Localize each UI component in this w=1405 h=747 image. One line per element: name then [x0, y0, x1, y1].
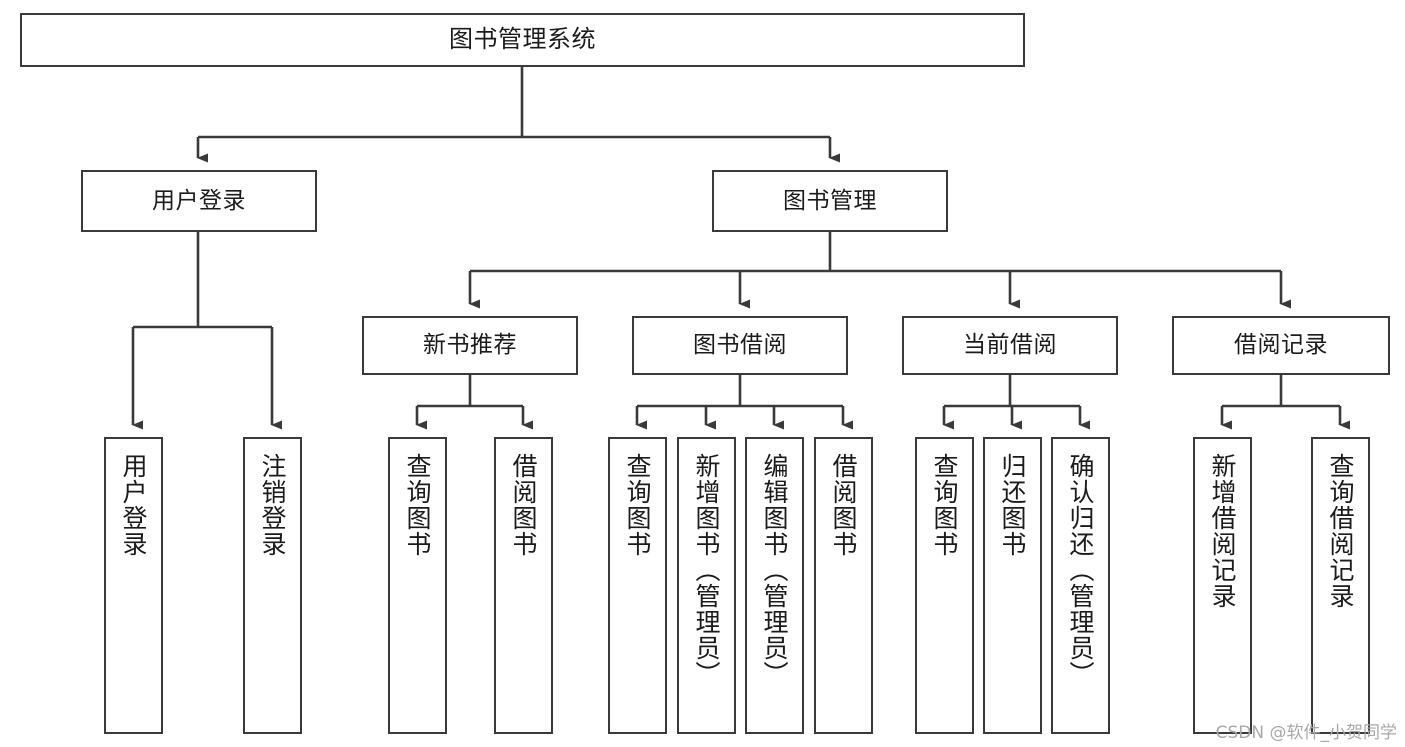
node-label: 图书管理系统	[449, 25, 596, 54]
node-label: 查询图书	[623, 453, 652, 557]
node-label: 当前借阅	[963, 332, 1057, 359]
node-label: 新增借阅记录	[1208, 453, 1237, 609]
node-label: 借阅记录	[1234, 332, 1328, 359]
node-label: 查询图书	[403, 453, 432, 557]
leaf-logout-login[interactable]: 注销登录	[243, 437, 302, 734]
leaf-query-book-new-book[interactable]: 查询图书	[388, 437, 447, 734]
leaf-borrow-book[interactable]: 借阅图书	[814, 437, 873, 734]
node-label: 确认归还（管理员）	[1066, 453, 1095, 687]
node-label: 借阅图书	[829, 453, 858, 557]
leaf-borrow-book-new-book[interactable]: 借阅图书	[494, 437, 553, 734]
node-label: 借阅图书	[509, 453, 538, 557]
leaf-add-book[interactable]: 新增图书（管理员）	[677, 437, 736, 734]
node-root-book-management-system[interactable]: 图书管理系统	[20, 13, 1025, 67]
leaf-query-book-borrow[interactable]: 查询图书	[608, 437, 667, 734]
csdn-watermark: CSDN @软件_小贺同学	[1215, 723, 1397, 743]
node-current-borrow[interactable]: 当前借阅	[902, 316, 1118, 375]
node-label: 图书管理	[783, 187, 877, 214]
node-label: 用户登录	[119, 453, 148, 557]
node-label: 归还图书	[998, 453, 1027, 557]
node-label: 新增图书（管理员）	[692, 453, 721, 687]
node-label: 注销登录	[258, 453, 287, 557]
node-borrow-record[interactable]: 借阅记录	[1172, 316, 1390, 375]
leaf-query-borrow-record[interactable]: 查询借阅记录	[1311, 437, 1370, 734]
leaf-query-book-current[interactable]: 查询图书	[915, 437, 974, 734]
node-label: 新书推荐	[423, 332, 517, 359]
leaf-add-borrow-record[interactable]: 新增借阅记录	[1193, 437, 1252, 734]
node-user-login[interactable]: 用户登录	[81, 170, 317, 232]
leaf-user-login[interactable]: 用户登录	[104, 437, 163, 734]
leaf-return-book[interactable]: 归还图书	[983, 437, 1042, 734]
node-book-management[interactable]: 图书管理	[712, 170, 948, 232]
leaf-edit-book[interactable]: 编辑图书（管理员）	[745, 437, 804, 734]
node-label: 查询借阅记录	[1326, 453, 1355, 609]
leaf-confirm-return[interactable]: 确认归还（管理员）	[1051, 437, 1110, 734]
node-label: 用户登录	[152, 187, 246, 214]
node-label: 查询图书	[930, 453, 959, 557]
node-label: 图书借阅	[693, 332, 787, 359]
node-book-borrow[interactable]: 图书借阅	[632, 316, 848, 375]
node-label: 编辑图书（管理员）	[760, 453, 789, 687]
node-new-book-recommend[interactable]: 新书推荐	[362, 316, 578, 375]
